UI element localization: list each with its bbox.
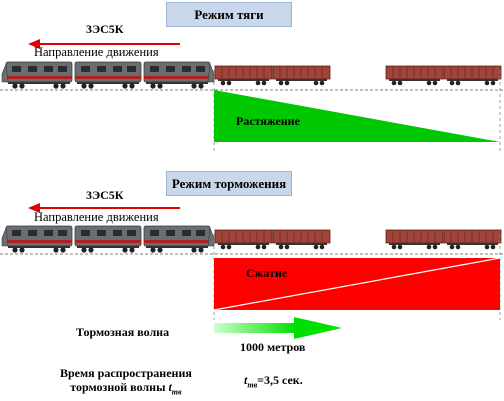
brake-wave-distance: 1000 метров	[240, 340, 306, 354]
direction-label-braking: Направление движения	[34, 210, 159, 224]
mode-box-braking: Режим торможения	[166, 171, 292, 196]
mode-title-traction: Режим тяги	[194, 6, 264, 22]
brake-wave-arrow	[214, 317, 342, 339]
direction-arrow-traction	[28, 39, 180, 49]
direction-label-traction: Направление движения	[34, 45, 159, 59]
locomotive-traction	[1, 61, 215, 90]
traction-train	[0, 61, 504, 91]
propagation-value-symbol-sub: тв	[247, 380, 258, 390]
locomotive-braking	[1, 225, 215, 254]
propagation-symbol: t	[168, 380, 172, 394]
brake-wave-label: Тормозная волна	[76, 325, 170, 339]
propagation-label-line1: Время распространения	[60, 366, 192, 380]
force-label-compression: Сжатие	[246, 266, 288, 280]
propagation-value: tтв=3,5 сек.	[244, 373, 303, 389]
propagation-label-prefix: тормозной волны	[70, 380, 169, 394]
mode-box-traction: Режим тяги	[166, 2, 292, 27]
force-label-tension: Растяжение	[236, 114, 300, 128]
locomotive-name-traction: 3ЭС5К	[86, 22, 124, 36]
wagons-braking	[214, 229, 502, 250]
propagation-label-line2: тормозной волны tтв	[60, 380, 192, 399]
propagation-label: Время распространения тормозной волны tт…	[60, 366, 192, 399]
wagons-traction	[214, 65, 502, 86]
mode-title-braking: Режим торможения	[171, 175, 287, 191]
braking-train	[0, 225, 504, 255]
compression-edge	[213, 257, 501, 311]
tension-triangle	[214, 90, 500, 142]
propagation-value-symbol: t	[244, 373, 248, 387]
direction-arrow-braking	[28, 203, 180, 213]
locomotive-name-braking: 3ЭС5К	[86, 188, 124, 202]
propagation-value-text: =3,5 сек.	[257, 373, 303, 387]
propagation-symbol-sub: тв	[171, 387, 182, 397]
